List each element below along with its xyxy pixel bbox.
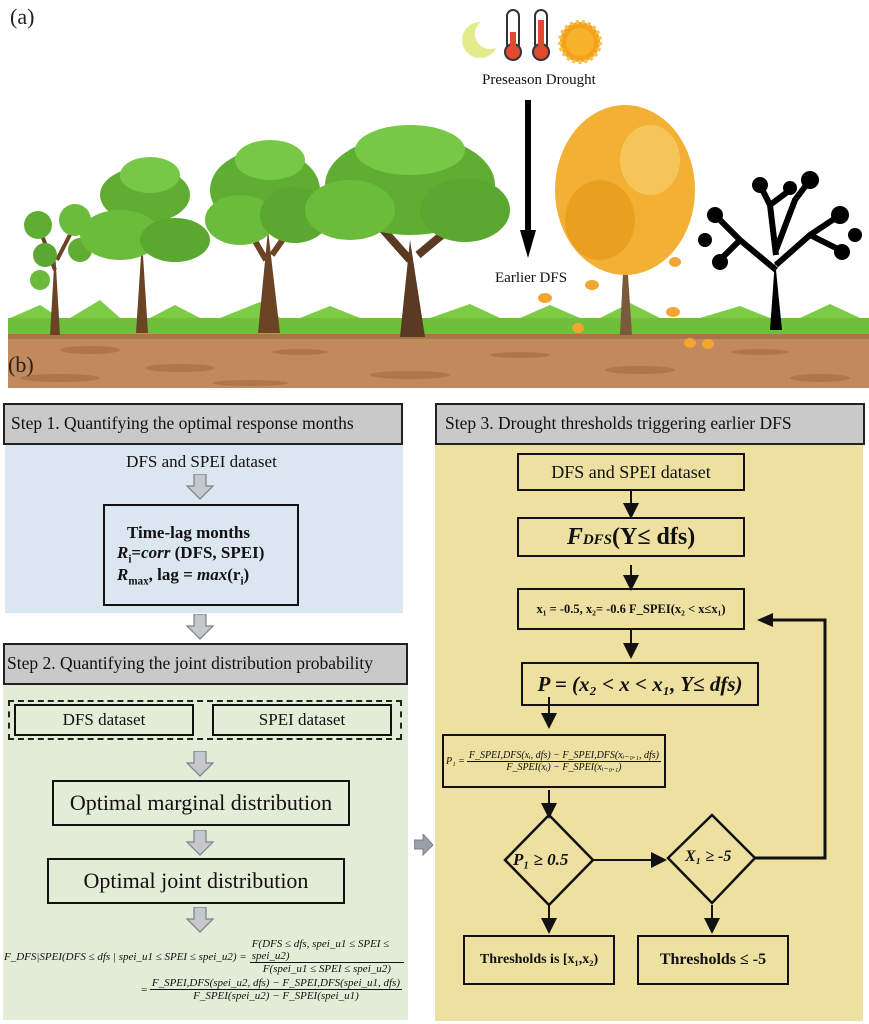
- sun-icon: [558, 20, 602, 64]
- thermometer-low-icon: [504, 9, 522, 61]
- tree-bare: [698, 171, 862, 330]
- down-arrow-icon: [186, 474, 214, 500]
- down-arrow-icon: [186, 751, 214, 777]
- moon-icon: [462, 19, 505, 58]
- tree-green-4: [305, 125, 510, 337]
- max-equation: Rmax, lag = max(ri): [117, 565, 250, 588]
- scene-illustration: (a) (b) Preseason Drought Earlier DFS: [0, 0, 869, 390]
- tree-autumn: [555, 105, 695, 335]
- initial-range-box: x₁ = -0.5, x₂= -0.6 F_SPEI(x₂ < x≤x₁): [517, 588, 745, 630]
- step3-connectors: [503, 491, 827, 934]
- dfs-dataset-box: DFS dataset: [14, 704, 194, 736]
- step2-title: Step 2. Quantifying the joint distributi…: [3, 643, 408, 685]
- corr-equation: Ri=corr (DFS, SPEI): [117, 542, 265, 565]
- earlier-dfs-label: Earlier DFS: [495, 270, 568, 286]
- panel-label-b: (b): [8, 352, 34, 377]
- marginal-distribution-box: Optimal marginal distribution: [52, 780, 350, 826]
- joint-distribution-box: Optimal joint distribution: [47, 858, 345, 904]
- step3-title: Step 3. Drought thresholds triggering ea…: [435, 403, 865, 445]
- tree-green-3: [205, 140, 330, 333]
- decision-diamond-2: [666, 813, 757, 905]
- thermometer-high-icon: [532, 9, 550, 61]
- preseason-drought-label: Preseason Drought: [482, 72, 596, 88]
- decision-2-label: X₁ ≥ -5: [685, 848, 732, 865]
- p1-formula-box: P₁ = F_SPEI,DFS(xᵢ, dfs) − F_SPEI,DFS(xᵢ…: [442, 734, 666, 788]
- datasets-group: [8, 700, 402, 740]
- threshold-result-min: Thresholds ≤ -5: [637, 935, 789, 985]
- down-arrow-icon: [186, 614, 214, 640]
- soil: [8, 333, 869, 388]
- falling-leaves: [538, 257, 714, 349]
- panel-label-a: (a): [10, 4, 35, 29]
- right-arrow-icon: [414, 834, 434, 856]
- time-lag-title: Time-lag months: [127, 522, 250, 542]
- spei-dataset-box: SPEI dataset: [212, 704, 392, 736]
- probability-box: P = (x₂ < x < x₁, Y≤ dfs): [521, 662, 759, 706]
- step3-input-box: DFS and SPEI dataset: [517, 453, 745, 491]
- down-arrow-icon: [186, 830, 214, 856]
- decision-1-label: P₁ ≥ 0.5: [513, 850, 569, 869]
- landscape: [8, 9, 869, 388]
- grass: [8, 318, 869, 334]
- step1-panel: [5, 413, 403, 613]
- step1-title: Step 1. Quantifying the optimal response…: [3, 403, 403, 445]
- decision-diamond-1: [503, 813, 595, 907]
- step1-input: DFS and SPEI dataset: [126, 452, 277, 471]
- conditional-probability-formula: F_DFS|SPEI(DFS ≤ dfs | spei_u1 ≤ SPEI ≤ …: [4, 938, 404, 1002]
- time-lag-box: Time-lag months Ri=corr (DFS, SPEI) Rmax…: [103, 504, 299, 606]
- threshold-result-range: Thresholds is [x₁,x₂): [463, 935, 615, 985]
- step3-panel: [435, 445, 863, 1021]
- tree-green-2: [80, 157, 210, 333]
- down-arrow-icon: [186, 907, 214, 933]
